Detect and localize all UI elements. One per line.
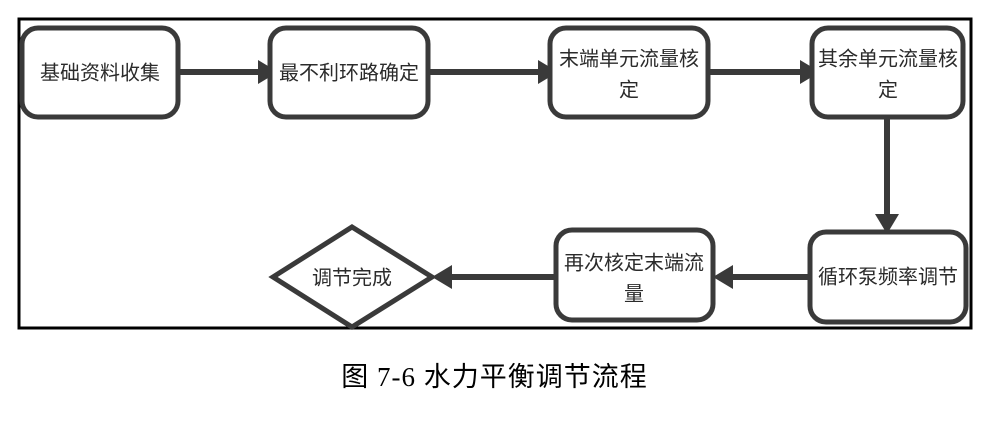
node-shape-diamond <box>268 224 437 330</box>
node-shape-rect <box>809 25 966 120</box>
node-shape-rect <box>553 227 716 323</box>
node-label: 调节完成 <box>312 266 392 289</box>
node-basic-data-collection[interactable]: 基础资料收集 <box>19 25 181 120</box>
edge-n3-n4 <box>708 60 820 84</box>
node-label: 循环泵频率调节 <box>818 265 958 288</box>
node-label-line-1: 末端单元流量核 <box>559 47 699 70</box>
node-shape-rect <box>19 25 181 120</box>
node-adjustment-complete[interactable]: 调节完成 <box>268 224 437 330</box>
node-shape-rect <box>547 25 711 120</box>
node-worst-loop-determination[interactable]: 最不利环路确定 <box>267 25 431 120</box>
edge-n4-n5 <box>875 117 899 234</box>
edge-n1-n2 <box>178 60 278 84</box>
node-remaining-unit-flow-check[interactable]: 其余单元流量核 定 <box>809 25 966 120</box>
edge-n2-n3 <box>428 60 558 84</box>
figure-frame-border <box>17 17 973 330</box>
node-terminal-unit-flow-check[interactable]: 末端单元流量核 定 <box>547 25 711 120</box>
node-label: 最不利环路确定 <box>279 61 419 84</box>
node-label-line-1: 其余单元流量核 <box>818 47 958 70</box>
edge-n6-n7 <box>432 265 556 289</box>
node-circulation-pump-frequency-adjust[interactable]: 循环泵频率调节 <box>807 229 969 325</box>
node-label-line-2: 量 <box>624 283 644 305</box>
node-label-line-2: 定 <box>619 78 639 101</box>
node-shape-rect <box>267 25 431 120</box>
node-label-line-1: 再次核定末端流 <box>564 251 704 274</box>
figure-caption: 图 7-6 水力平衡调节流程 <box>341 362 648 392</box>
node-shape-rect <box>807 229 969 325</box>
node-label: 基础资料收集 <box>40 61 160 84</box>
node-label-line-2: 定 <box>878 78 898 101</box>
node-recheck-terminal-flow[interactable]: 再次核定末端流 量 <box>553 227 716 323</box>
flowchart-svg: 基础资料收集 最不利环路确定 末端单元流量核 定 其余单元流量核 定 循环泵频率… <box>17 17 973 330</box>
edge-n5-n6 <box>713 265 810 289</box>
